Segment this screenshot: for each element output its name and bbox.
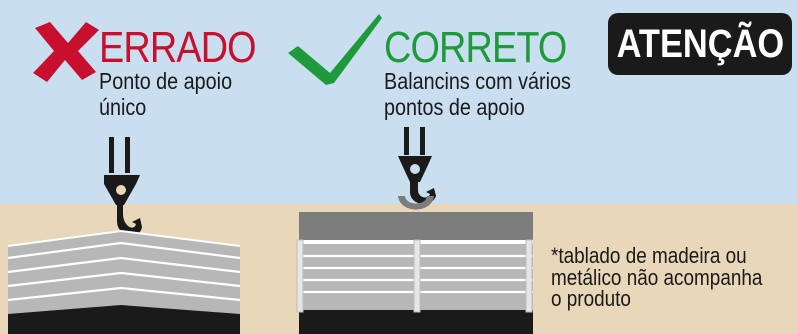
disclaimer-note: *tablado de madeira ou metálico não acom… xyxy=(551,245,762,310)
multi-slings xyxy=(296,239,533,313)
disclaimer-line: metálico não acompanha xyxy=(551,264,763,290)
bent-sheet-stack xyxy=(7,229,241,334)
spreader-beam xyxy=(299,212,533,240)
crane-hook-icon xyxy=(104,137,142,236)
wrong-subtitle-line: Ponto de apoio xyxy=(99,68,233,94)
correct-subtitle-line: pontos de apoio xyxy=(384,93,525,120)
attention-badge-text: ATENÇÃO xyxy=(616,22,784,66)
wrong-subtitle: Ponto de apoio único xyxy=(99,68,233,121)
disclaimer-line: o produto xyxy=(551,286,631,312)
wrong-subtitle-line: único xyxy=(99,93,147,120)
correct-subtitle: Balancins com vários pontos de apoio xyxy=(384,68,571,121)
x-mark-icon xyxy=(33,22,99,82)
correct-subtitle-line: Balancins com vários xyxy=(384,68,571,94)
attention-badge: ATENÇÃO xyxy=(608,13,792,75)
wrong-title: ERRADO xyxy=(99,23,257,72)
disclaimer-line: *tablado de madeira ou xyxy=(551,243,747,268)
check-mark-icon xyxy=(288,14,382,85)
beam-shackle xyxy=(398,196,434,210)
correct-title: CORRETO xyxy=(384,23,567,72)
